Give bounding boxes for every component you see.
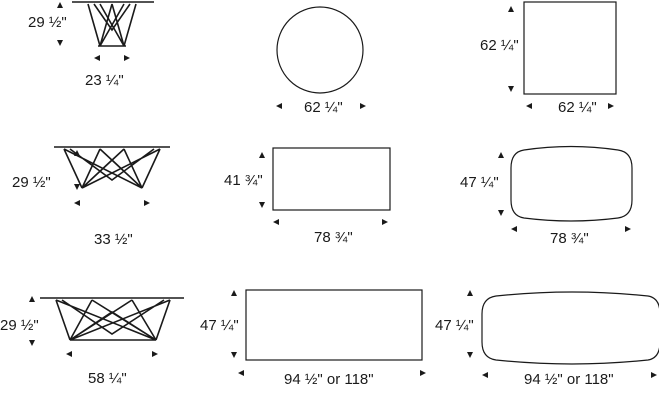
- r3-rect-height-arrows: [231, 290, 237, 358]
- r1-square-height-label: 62 ¼": [480, 37, 519, 54]
- r3-side-width-arrows: [66, 351, 158, 357]
- r1-square-top: [523, 1, 617, 95]
- r3-side-width-label: 58 ¼": [88, 370, 127, 387]
- r2-side-height-label: 29 ½": [12, 174, 51, 191]
- r1-round-top: [276, 6, 364, 94]
- r3-side-view: [40, 297, 184, 341]
- r1-round-width-arrows: [276, 103, 366, 109]
- r2-side-width-label: 33 ½": [94, 231, 133, 248]
- r1-square-width-label: 62 ¼": [558, 99, 597, 116]
- r3-barrel-height-label: 47 ¼": [435, 317, 474, 334]
- r1-square-height-arrows: [508, 6, 514, 92]
- r3-barrel-width-label: 94 ½" or 118": [524, 371, 614, 388]
- r1-square-width-arrows: [526, 103, 614, 109]
- r2-rect-height-arrows: [259, 152, 265, 208]
- r2-barrel-width-label: 78 ¾": [550, 230, 589, 247]
- r3-rect-width-arrows: [238, 370, 426, 376]
- r1-side-view: [72, 1, 154, 47]
- r1-side-width-label: 23 ¼": [85, 72, 124, 89]
- r2-side-view: [54, 146, 170, 189]
- r3-side-height-label: 29 ½": [0, 317, 39, 334]
- r3-barrel-height-arrows: [467, 290, 473, 358]
- r2-barrel-height-label: 47 ¼": [460, 174, 499, 191]
- r3-side-height-arrows: [29, 296, 35, 346]
- r2-side-height-arrows: [74, 150, 80, 190]
- r3-barrel-top: [481, 291, 659, 365]
- r2-rect-width-label: 78 ¾": [314, 229, 353, 246]
- r2-rect-width-arrows: [273, 219, 388, 225]
- r2-barrel-height-arrows: [498, 152, 504, 216]
- r2-barrel-width-arrows: [511, 226, 631, 232]
- r1-side-height-label: 29 ½": [28, 14, 67, 31]
- r3-rect-width-label: 94 ½" or 118": [284, 371, 374, 388]
- r2-rect-height-label: 41 ¾": [224, 172, 263, 189]
- r1-side-height-arrows: [57, 2, 63, 46]
- r1-side-width-arrows: [94, 55, 130, 61]
- r3-rect-height-label: 47 ¼": [200, 317, 239, 334]
- r2-side-width-arrows: [74, 200, 150, 206]
- r2-barrel-top: [510, 145, 633, 222]
- r3-rect-top: [245, 289, 423, 361]
- r2-rect-top: [272, 147, 391, 211]
- r1-round-width-label: 62 ¼": [304, 99, 343, 116]
- r3-barrel-width-arrows: [482, 372, 657, 378]
